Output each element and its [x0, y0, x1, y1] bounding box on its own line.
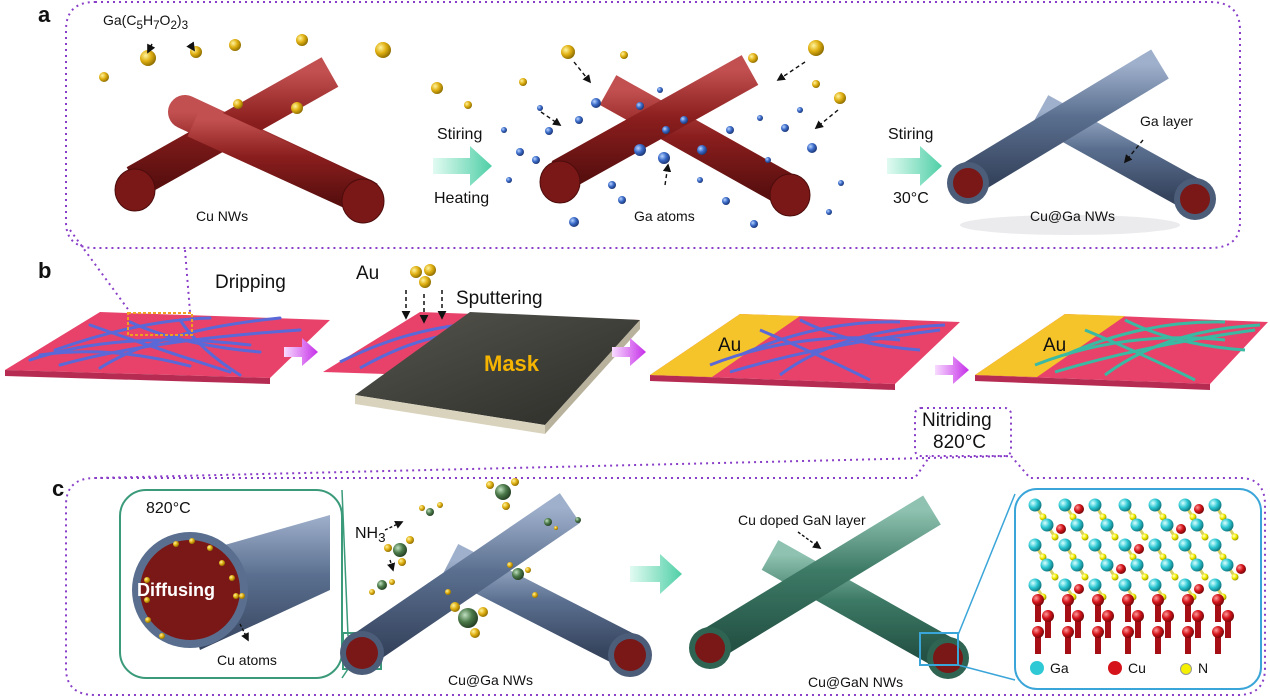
substrate-au-teal [975, 314, 1268, 390]
nh3-label: NH3 [355, 525, 386, 546]
step2-top-label: Stiring [888, 126, 934, 143]
cu-nws-label: Cu NWs [196, 208, 249, 224]
cu-ga-nws-label: Cu@Ga NWs [1030, 208, 1115, 224]
step1-bottom-label: Heating [434, 190, 490, 207]
ga-atoms-label: Ga atoms [634, 208, 695, 224]
cu-atoms-label: Cu atoms [217, 652, 277, 668]
substrate-au-blue [650, 314, 960, 390]
cu-ga-nws-label-c: Cu@Ga NWs [448, 672, 533, 688]
precursor-molecules [99, 34, 391, 114]
legend-cu: Cu [1128, 660, 1146, 676]
panel-c [65, 454, 1266, 696]
au-electrode-label-1: Au [718, 335, 742, 356]
precursor-formula: Ga(C5H7O2)3 [103, 12, 189, 32]
process-arrow-2 [887, 146, 942, 186]
ga-layer-label: Ga layer [1140, 113, 1193, 129]
temp-label: 820°C [146, 500, 191, 517]
process-arrow-b1 [284, 338, 318, 366]
substrate-dripping [5, 312, 330, 384]
process-arrow-c [630, 554, 682, 594]
au-electrode-label-2: Au [1043, 335, 1067, 356]
panel-a-label: a [38, 2, 51, 27]
au-source-label: Au [356, 263, 380, 284]
cu-gan-nws-label: Cu@GaN NWs [808, 674, 904, 690]
step1-top-label: Stiring [437, 126, 483, 143]
mask-label: Mask [484, 351, 540, 376]
process-arrow-b2 [612, 338, 646, 366]
cu-nanowire-with-ga-atoms [539, 55, 811, 217]
cu-ga-nanowire-pair [947, 49, 1216, 235]
nh3-molecules [369, 478, 581, 638]
step2-bottom-label: 30°C [893, 190, 929, 207]
cu-gan-nanowire-pair [689, 495, 969, 679]
crystal-structure-inset [1014, 488, 1262, 690]
legend-n-swatch [1180, 663, 1192, 675]
dripping-label: Dripping [215, 272, 286, 293]
panel-a [65, 0, 1241, 249]
panel-b-label: b [38, 258, 52, 283]
panel-a-frame [65, 0, 1241, 249]
precursor-molecules-2 [431, 40, 846, 109]
cu-nanowire-pair [114, 57, 385, 224]
panel-c-frame [65, 454, 1266, 696]
nitriding-temp-label: 820°C [933, 432, 987, 453]
nitriding-label: Nitriding [922, 410, 992, 431]
cu-ga-nanowire-pair-c [340, 493, 652, 677]
sputtering-label: Sputtering [456, 288, 543, 309]
panel-c-label: c [52, 476, 65, 501]
process-arrow-b3 [935, 356, 969, 384]
nitriding-box [914, 407, 1012, 457]
panel-b [5, 229, 1268, 457]
crystal-legend: Ga Cu N [1030, 658, 1250, 684]
legend-cu-swatch [1108, 661, 1122, 675]
legend-ga: Ga [1050, 660, 1069, 676]
cross-section-inset [119, 489, 343, 679]
legend-ga-swatch [1030, 661, 1044, 675]
gan-layer-label: Cu doped GaN layer [738, 512, 866, 528]
diffusing-label: Diffusing [137, 580, 215, 600]
legend-n: N [1198, 660, 1209, 676]
substrate-mask [323, 264, 640, 434]
ga-atoms [501, 87, 844, 228]
process-arrow-1 [433, 146, 492, 186]
